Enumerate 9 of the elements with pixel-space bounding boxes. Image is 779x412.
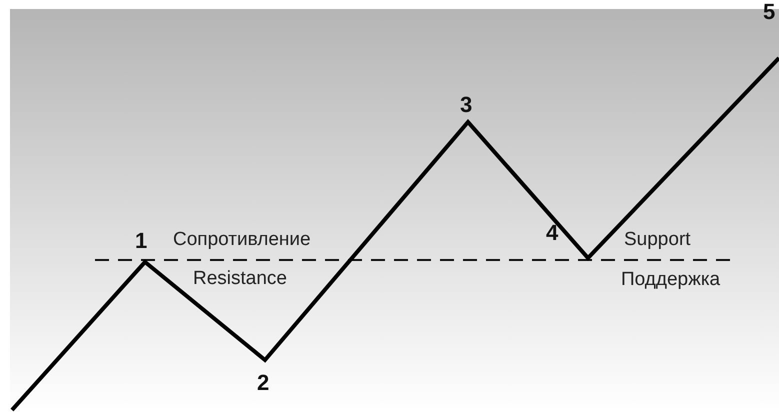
point-number: 5 [763, 1, 776, 23]
level-label: Resistance [193, 269, 287, 288]
point-number: 2 [257, 372, 270, 394]
point-number: 3 [460, 94, 472, 116]
level-label: Support [624, 230, 691, 249]
point-number: 1 [135, 230, 148, 252]
level-label: Сопротивление [173, 230, 311, 249]
level-label: Поддержка [621, 270, 720, 289]
point-number: 4 [546, 222, 558, 244]
